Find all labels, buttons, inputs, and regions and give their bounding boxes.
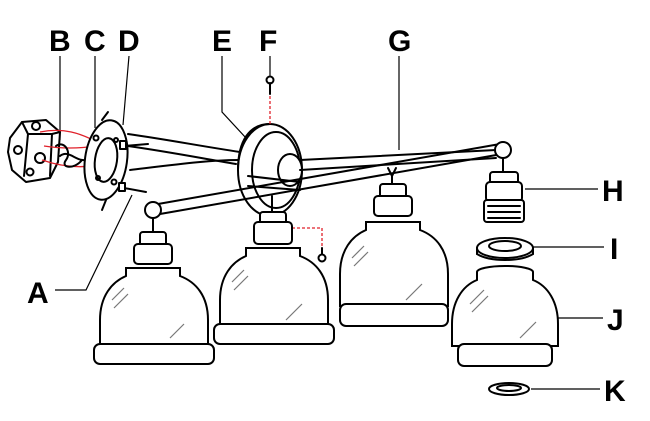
lamp-3 <box>339 167 449 327</box>
leader-a <box>55 194 133 291</box>
callout-d: D <box>118 25 140 58</box>
mounting-screws <box>118 140 149 193</box>
bulb-ring <box>488 382 530 396</box>
callout-f: F <box>259 25 277 58</box>
leader-d <box>122 55 130 126</box>
callout-e: E <box>212 25 232 58</box>
leader-e <box>221 56 247 139</box>
callout-c: C <box>84 25 106 58</box>
junction-box <box>7 119 61 183</box>
callout-h: H <box>602 175 624 208</box>
canopy-screw <box>265 75 275 124</box>
canopy-backplate <box>237 123 303 217</box>
glass-shade <box>451 265 559 367</box>
lamp-2 <box>213 195 335 345</box>
mounting-bracket <box>83 111 129 211</box>
support-arm <box>127 133 241 171</box>
main-bar <box>144 141 512 219</box>
shade-ring <box>476 237 534 261</box>
callout-g: G <box>388 25 411 58</box>
leader-lines <box>55 55 604 390</box>
callout-b: B <box>49 25 71 58</box>
callout-a: A <box>27 277 49 310</box>
socket-assembly <box>483 157 525 223</box>
callout-j: J <box>607 304 624 337</box>
lamp-1 <box>93 217 215 365</box>
callout-k: K <box>604 375 626 408</box>
socket-screw <box>292 227 327 263</box>
callout-i: I <box>610 233 618 266</box>
